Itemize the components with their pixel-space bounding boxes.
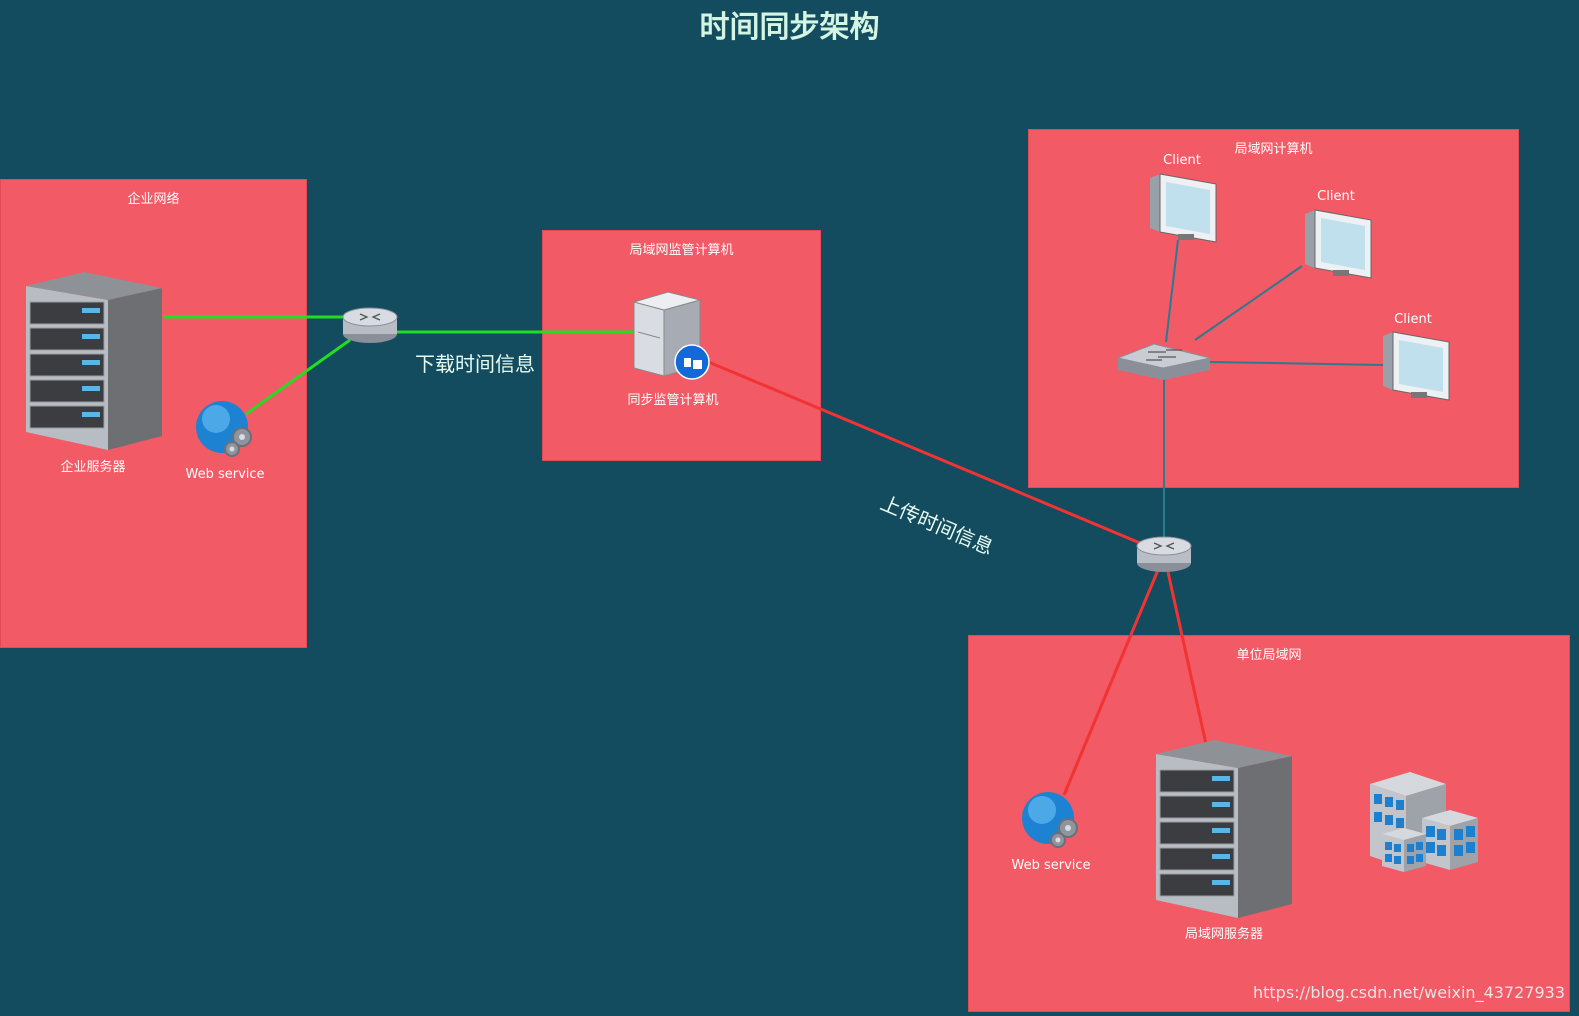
label-client-1: Client (1163, 153, 1201, 168)
group-label: 局域网监管计算机 (629, 243, 734, 258)
sync-badge-icon (674, 344, 710, 380)
client-computer-icon (1305, 209, 1372, 279)
label-enterprise-web-service: Web service (185, 467, 265, 482)
server-rack-icon (1156, 740, 1292, 918)
link-router2-web (1062, 569, 1160, 796)
web-service-icon (196, 401, 252, 457)
client-computer-icon (1150, 173, 1217, 243)
office-building-icon (1370, 772, 1478, 872)
label-client-3: Client (1394, 312, 1432, 327)
group-lan-computers: 局域网计算机 (1028, 129, 1519, 488)
label-sync-monitor: 同步监管计算机 (627, 393, 719, 408)
label-lan-server: 局域网服务器 (1184, 927, 1264, 942)
switch-icon (1116, 343, 1211, 380)
link-web-router (245, 338, 351, 416)
edge-label-download: 下载时间信息 (415, 352, 535, 376)
label-client-2: Client (1317, 189, 1355, 204)
link-switch-client3 (1209, 361, 1385, 366)
link-router2-server (1166, 571, 1208, 745)
label-unit-web-service: Web service (1011, 858, 1091, 873)
group-monitor-computer: 局域网监管计算机 (542, 230, 821, 461)
client-computer-icon (1383, 331, 1450, 401)
router-icon (342, 307, 398, 343)
web-service-icon (1022, 792, 1078, 848)
server-rack-icon (26, 272, 162, 450)
watermark: https://blog.csdn.net/weixin_43727933 (1252, 983, 1565, 1002)
link-switch-client2 (1194, 265, 1303, 341)
group-label: 企业网络 (127, 192, 180, 207)
link-switch-client1 (1165, 239, 1179, 343)
group-label: 局域网计算机 (1234, 142, 1313, 157)
diagram-title: 时间同步架构 (699, 10, 880, 45)
group-label: 单位局域网 (1236, 648, 1302, 663)
label-enterprise-server: 企业服务器 (60, 460, 126, 475)
router-icon (1136, 536, 1192, 572)
link-monitor-router2 (667, 343, 1141, 545)
